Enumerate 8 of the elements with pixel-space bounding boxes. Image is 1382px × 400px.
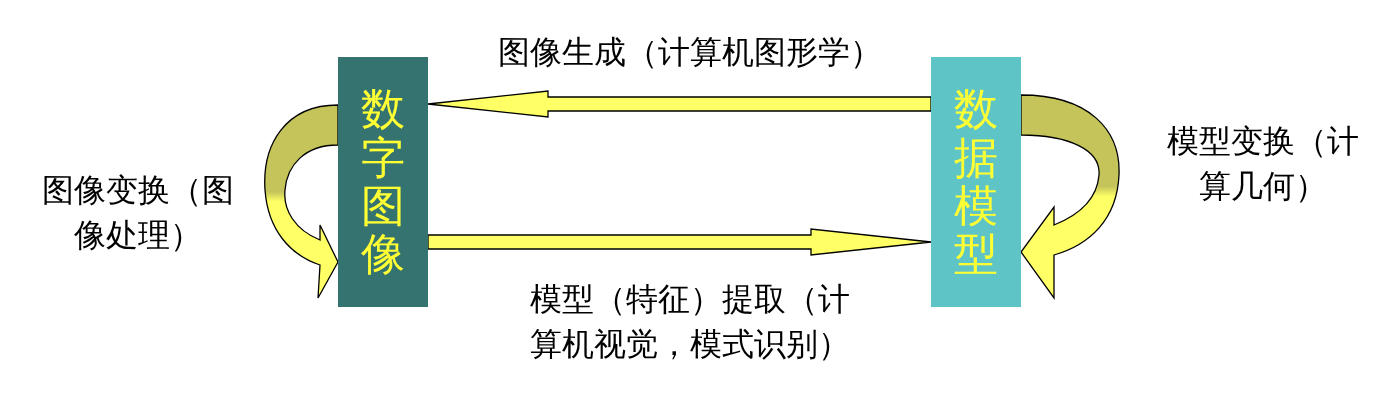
block-arrow	[427, 90, 932, 118]
vertical-label-box	[338, 57, 428, 307]
vertical-label-box	[931, 57, 1021, 307]
curved-arrow	[1020, 94, 1120, 299]
box-title: 数字图像	[361, 85, 405, 279]
box-title: 数据模型	[954, 85, 998, 279]
block-arrow	[427, 228, 932, 256]
curved-arrow	[264, 104, 339, 299]
